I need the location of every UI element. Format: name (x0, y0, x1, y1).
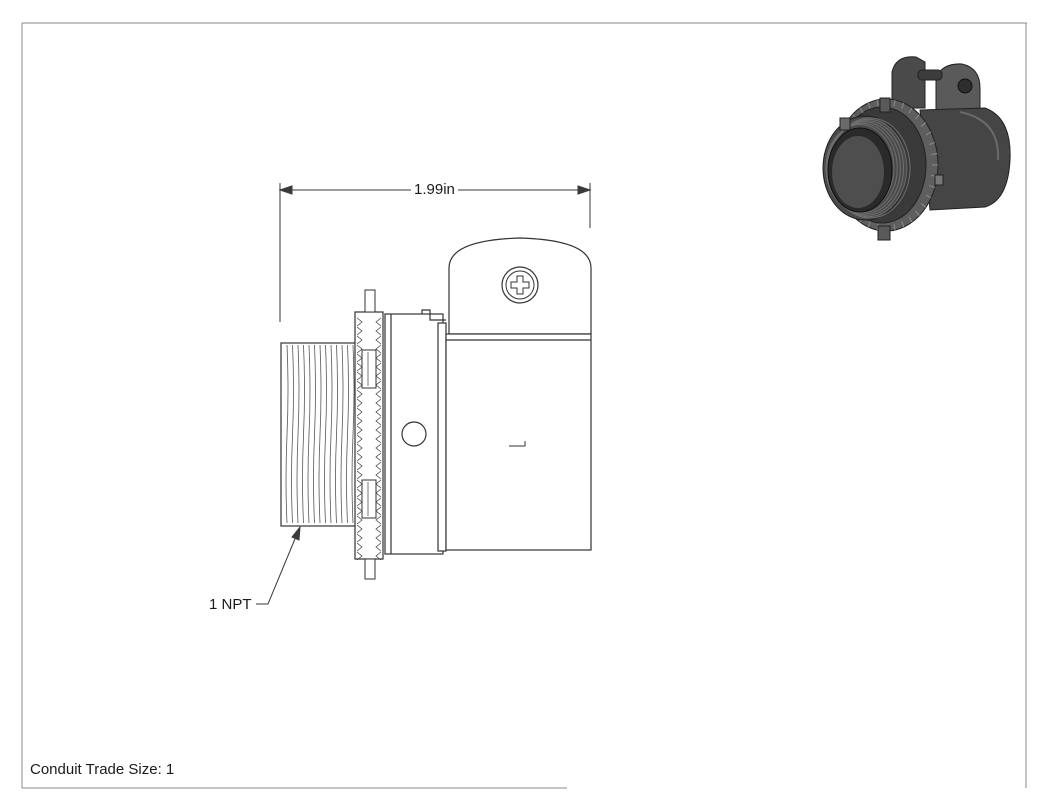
sheet-border (21, 22, 1027, 789)
thread-callout-label: 1 NPT (209, 596, 252, 613)
connector-collar (384, 309, 447, 555)
dimension-label: 1.99in (411, 181, 458, 198)
isometric-connector-image (822, 56, 1011, 241)
threaded-nipple (280, 342, 360, 527)
conduit-size-note: Conduit Trade Size: 1 (30, 761, 175, 778)
thread-callout-leader (256, 525, 301, 605)
locknut (354, 289, 384, 580)
phillips-screw-icon (501, 266, 539, 304)
